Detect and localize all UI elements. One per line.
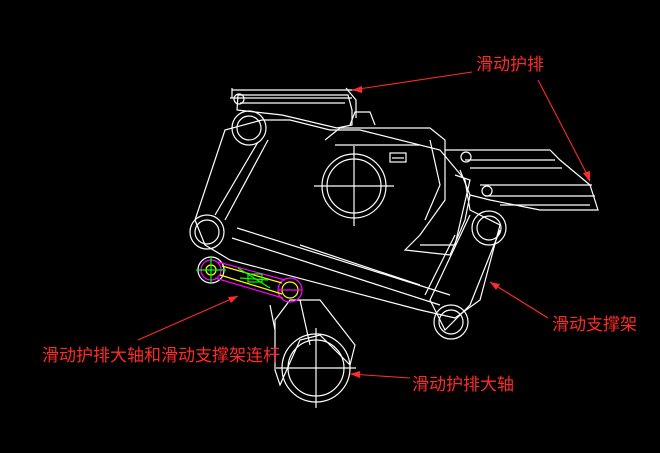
leader-lines bbox=[137, 71, 591, 379]
leader-guard-1 bbox=[351, 71, 473, 91]
leader-arrowheads bbox=[228, 86, 590, 378]
label-sliding-guard: 滑动护排 bbox=[476, 55, 544, 75]
label-sliding-support-frame: 滑动支撑架 bbox=[552, 315, 637, 335]
leader-guard-2 bbox=[537, 79, 591, 181]
guard-main-shaft bbox=[276, 328, 356, 408]
label-connecting-rod: 滑动护排大轴和滑动支撑架连杆 bbox=[42, 346, 280, 366]
connecting-rod-linkage bbox=[196, 256, 303, 303]
upper-shaft bbox=[314, 146, 394, 226]
leader-rod bbox=[137, 295, 239, 341]
main-frame-body bbox=[194, 87, 599, 387]
pivot-circles bbox=[189, 93, 507, 340]
label-guard-main-shaft: 滑动护排大轴 bbox=[412, 375, 514, 395]
leader-support-frame bbox=[489, 281, 549, 319]
